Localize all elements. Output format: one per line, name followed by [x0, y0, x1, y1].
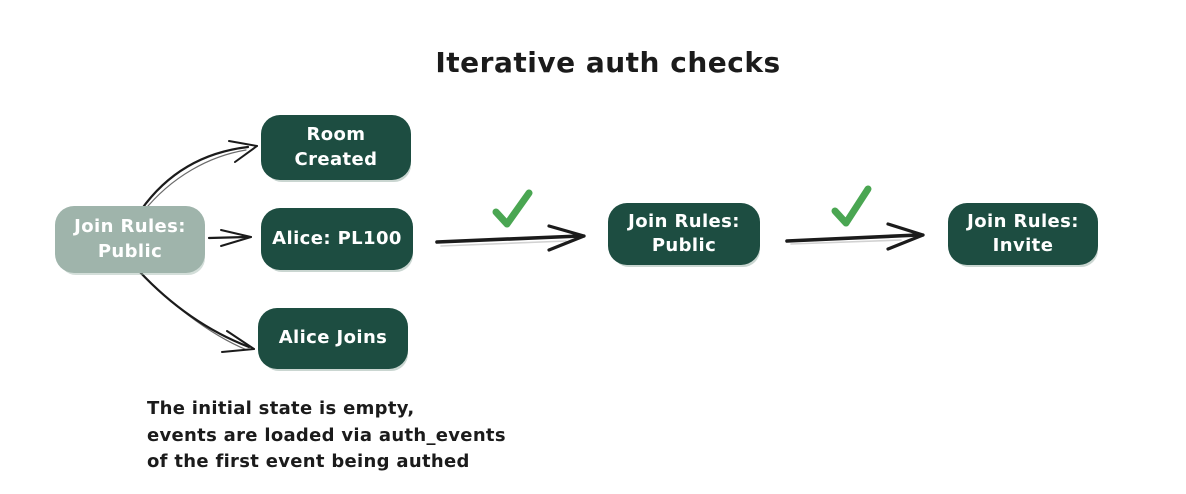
checkmark-icon	[831, 185, 872, 227]
auth-pass-arrow-2	[785, 222, 925, 251]
state-box-join-rules-invite: Join Rules: Invite	[948, 203, 1098, 265]
state-box-join-rules-public: Join Rules: Public	[608, 203, 760, 265]
straight-arrow-middle	[207, 229, 252, 247]
event-box-alice-joins: Alice Joins	[258, 308, 408, 369]
diagram-title: Iterative auth checks	[435, 46, 781, 79]
curved-arrow-top	[139, 140, 258, 213]
checkmark-icon	[492, 189, 533, 228]
auth-pass-arrow-1	[435, 224, 586, 252]
initial-state-box: Join Rules: Public	[55, 206, 205, 273]
curved-arrow-bottom	[136, 268, 255, 353]
event-box-room-created: Room Created	[261, 115, 411, 180]
note-text: The initial state is empty, events are l…	[147, 398, 506, 472]
event-box-alice-pl100: Alice: PL100	[261, 208, 413, 270]
